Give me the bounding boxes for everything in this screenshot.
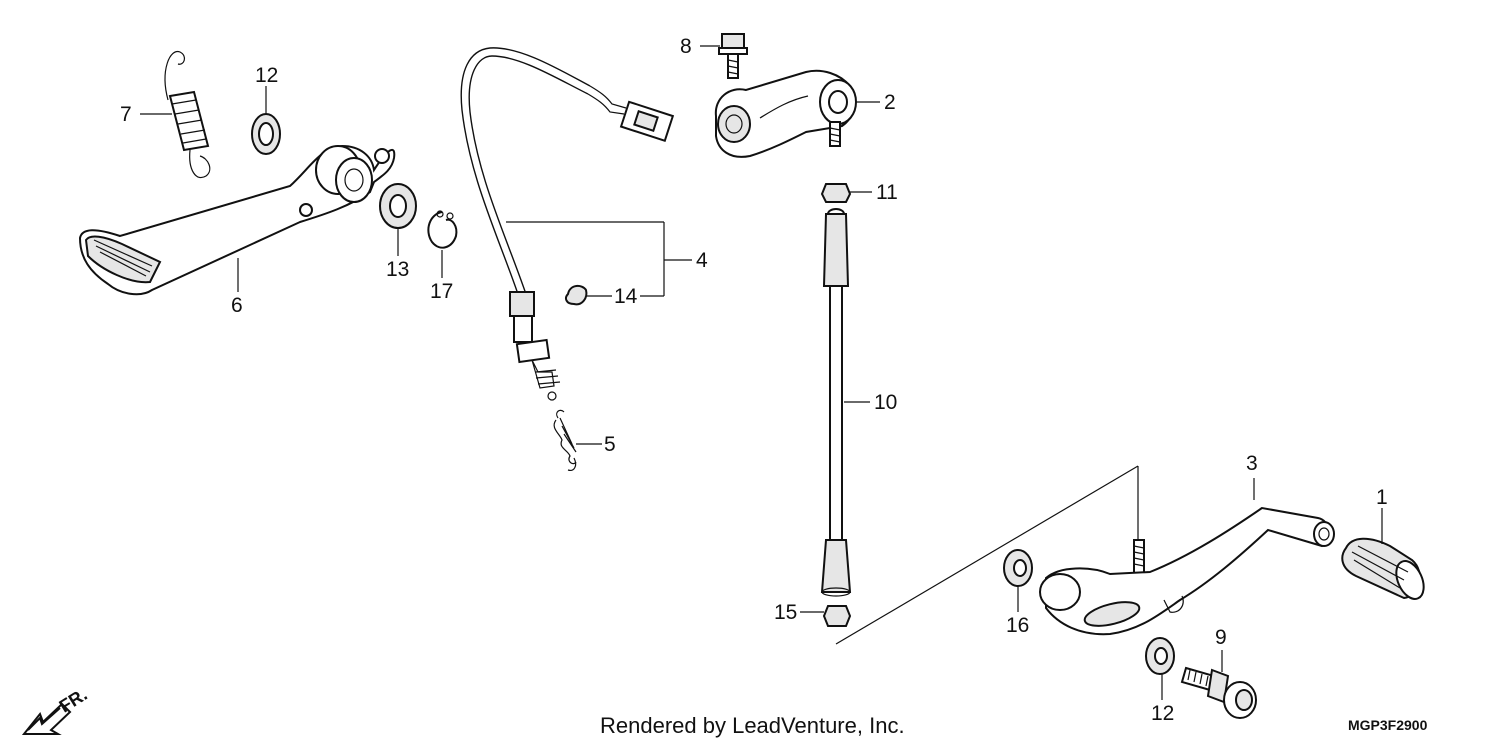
callout-12-upper[interactable]: 12 xyxy=(255,64,278,87)
part-12-washer-upper[interactable] xyxy=(251,113,281,155)
callout-17[interactable]: 17 xyxy=(430,280,453,303)
diagram-code: MGP3F2900 xyxy=(1348,717,1428,733)
part-5-spring[interactable] xyxy=(553,409,577,471)
leader-lines xyxy=(140,45,1383,700)
callout-labels: 1 2 3 4 5 6 7 8 9 10 11 12 12 13 14 15 1… xyxy=(120,35,1388,725)
part-12-washer-lower[interactable] xyxy=(1145,637,1175,675)
callout-6[interactable]: 6 xyxy=(231,294,243,317)
part-15-nut[interactable] xyxy=(822,605,852,627)
part-4-switch-cable[interactable] xyxy=(460,47,675,401)
front-direction-marker: FR. xyxy=(21,684,91,735)
part-13-washer[interactable] xyxy=(379,183,417,229)
callout-7[interactable]: 7 xyxy=(120,103,132,126)
callout-11[interactable]: 11 xyxy=(876,181,898,204)
part-11-nut[interactable] xyxy=(820,183,852,203)
part-10-shift-rod[interactable] xyxy=(820,208,852,597)
callout-8[interactable]: 8 xyxy=(680,35,692,58)
callout-2[interactable]: 2 xyxy=(884,91,896,114)
part-6-brake-pedal[interactable] xyxy=(78,144,396,296)
callout-10[interactable]: 10 xyxy=(874,391,897,414)
part-14-band[interactable] xyxy=(565,284,588,306)
callout-13[interactable]: 13 xyxy=(386,258,409,281)
callout-16[interactable]: 16 xyxy=(1006,614,1029,637)
callout-1[interactable]: 1 xyxy=(1376,486,1388,509)
callout-12-lower[interactable]: 12 xyxy=(1151,702,1174,725)
part-8-bolt[interactable] xyxy=(718,33,748,79)
callout-14[interactable]: 14 xyxy=(614,285,638,308)
front-arrow-icon xyxy=(21,702,72,735)
callout-5[interactable]: 5 xyxy=(604,433,616,456)
callout-9[interactable]: 9 xyxy=(1215,626,1227,649)
callout-4[interactable]: 4 xyxy=(696,249,708,272)
part-3-gearshift-pedal[interactable] xyxy=(1039,506,1335,636)
part-17-clip[interactable] xyxy=(427,210,458,249)
part-1-shift-rubber[interactable] xyxy=(1341,537,1429,603)
rendered-by-credit: Rendered by LeadVenture, Inc. xyxy=(600,713,905,738)
part-7-spring[interactable] xyxy=(164,51,211,179)
part-2-shift-arm[interactable] xyxy=(714,69,857,158)
part-16-washer[interactable] xyxy=(1003,549,1033,587)
callout-3[interactable]: 3 xyxy=(1246,452,1258,475)
part-9-pivot-bolt[interactable] xyxy=(1180,666,1257,719)
callout-15[interactable]: 15 xyxy=(774,601,797,624)
